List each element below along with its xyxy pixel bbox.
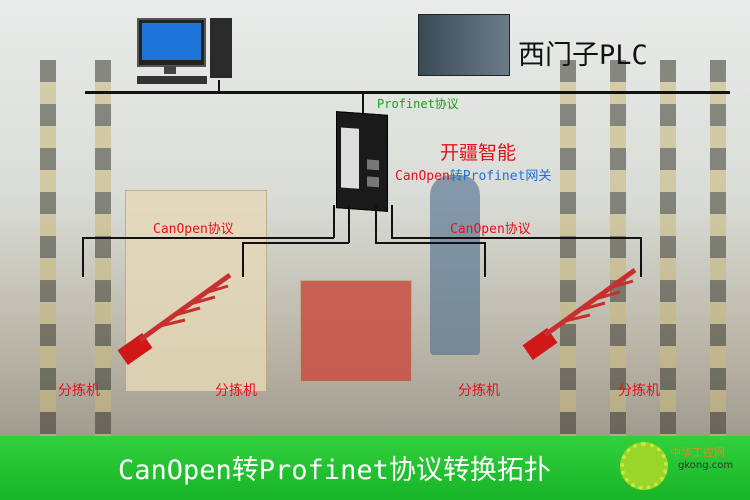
background-pillar: [560, 60, 576, 440]
canopen-line: [375, 205, 377, 243]
sorter-machine-icon: [117, 272, 232, 365]
computer-link-line: [218, 80, 220, 92]
canopen-line: [82, 237, 334, 239]
background-pillar: [610, 60, 626, 440]
plc-icon: [418, 14, 510, 76]
background-pillar: [710, 60, 726, 440]
canopen-line: [348, 205, 350, 243]
computer-icon: [137, 18, 237, 84]
brand-label: 开疆智能: [440, 142, 517, 164]
profinet-label: Profinet协议: [377, 97, 459, 111]
background-worker: [430, 175, 480, 355]
canopen-line: [391, 205, 393, 238]
watermark-cn: 中华工控网: [670, 446, 725, 459]
canopen-label-left: CanOpen协议: [153, 222, 234, 237]
sorter-label: 分拣机: [58, 383, 100, 399]
sorter-label: 分拣机: [458, 383, 500, 399]
footer-title: CanOpen转Profinet协议转换拓扑: [118, 455, 551, 486]
canopen-line: [391, 237, 641, 239]
gateway-label-canopen: CanOpen: [395, 169, 450, 184]
plc-label: 西门子PLC: [518, 40, 648, 71]
background-cartons: [125, 190, 267, 392]
gateway-label: CanOpen转Profinet网关: [395, 165, 551, 184]
gear-logo-icon: [620, 442, 668, 490]
footer-banner: CanOpen转Profinet协议转换拓扑 中华工控网 gkong.com: [0, 436, 750, 500]
sorter-label: 分拣机: [215, 383, 257, 399]
canopen-label-right: CanOpen协议: [450, 222, 531, 237]
sorter-machine-icon: [522, 267, 637, 360]
canopen-line: [375, 242, 485, 244]
profinet-bus-line: [85, 91, 730, 94]
gateway-link-line: [362, 92, 364, 117]
canopen-line: [242, 242, 244, 277]
canopen-line: [640, 237, 642, 277]
canopen-line: [82, 237, 84, 277]
sorter-label: 分拣机: [618, 383, 660, 399]
gateway-device-icon: [336, 111, 388, 212]
gateway-label-rest: 转Profinet网关: [449, 169, 552, 184]
watermark-url: gkong.com: [678, 460, 734, 471]
background-pillar: [40, 60, 56, 440]
background-forklift: [300, 280, 412, 382]
canopen-line: [242, 242, 349, 244]
background-pillar: [95, 60, 111, 440]
canopen-line: [484, 242, 486, 277]
background-pillar: [660, 60, 676, 440]
canopen-line: [333, 205, 335, 238]
